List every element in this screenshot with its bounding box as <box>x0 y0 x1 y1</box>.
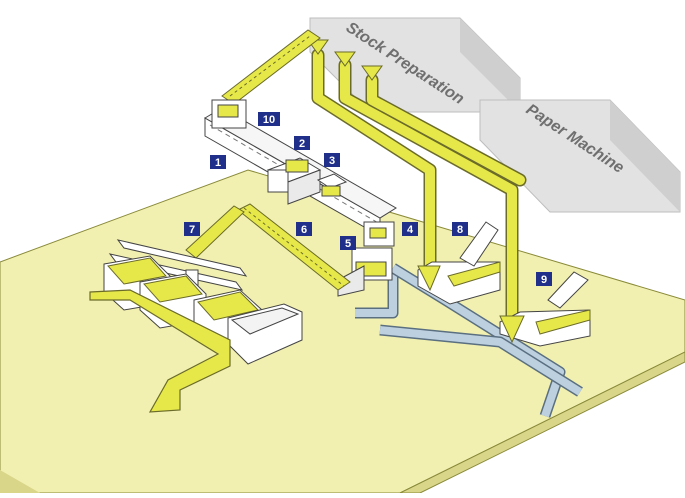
badge-5-label: 5 <box>345 238 351 250</box>
badge-3: 3 <box>324 153 340 167</box>
pulper-8 <box>417 221 501 305</box>
pulp-pipes <box>311 48 527 325</box>
badge-1: 1 <box>210 155 226 169</box>
badge-6: 6 <box>296 222 312 236</box>
badge-7-label: 7 <box>189 224 195 236</box>
badge-10: 10 <box>258 112 280 126</box>
feed-conveyor-top <box>221 29 321 105</box>
badge-3-label: 3 <box>329 155 335 167</box>
pulper-9 <box>499 271 591 347</box>
badge-6-label: 6 <box>301 224 307 236</box>
badge-2-label: 2 <box>299 138 305 150</box>
badge-9-label: 9 <box>541 274 547 286</box>
badge-9: 9 <box>536 272 552 286</box>
outgoing-arrow <box>89 289 231 413</box>
badge-4: 4 <box>402 222 418 236</box>
badge-2: 2 <box>294 136 310 150</box>
conveyor-7 <box>185 205 245 259</box>
stock-preparation-block: Stock Preparation <box>309 17 521 113</box>
magnet-unit <box>316 173 348 197</box>
screen-unit <box>266 157 322 205</box>
badge-4-label: 4 <box>407 224 414 236</box>
badge-8: 8 <box>452 222 468 236</box>
badge-7: 7 <box>184 222 200 236</box>
badge-5: 5 <box>340 236 356 250</box>
hopper-unit <box>337 221 395 297</box>
badge-1-label: 1 <box>215 157 221 169</box>
badge-8-label: 8 <box>457 224 463 236</box>
conveyor-6 <box>237 203 351 291</box>
badge-10-label: 10 <box>263 114 275 126</box>
paper-machine-block: Paper Machine <box>479 99 681 213</box>
